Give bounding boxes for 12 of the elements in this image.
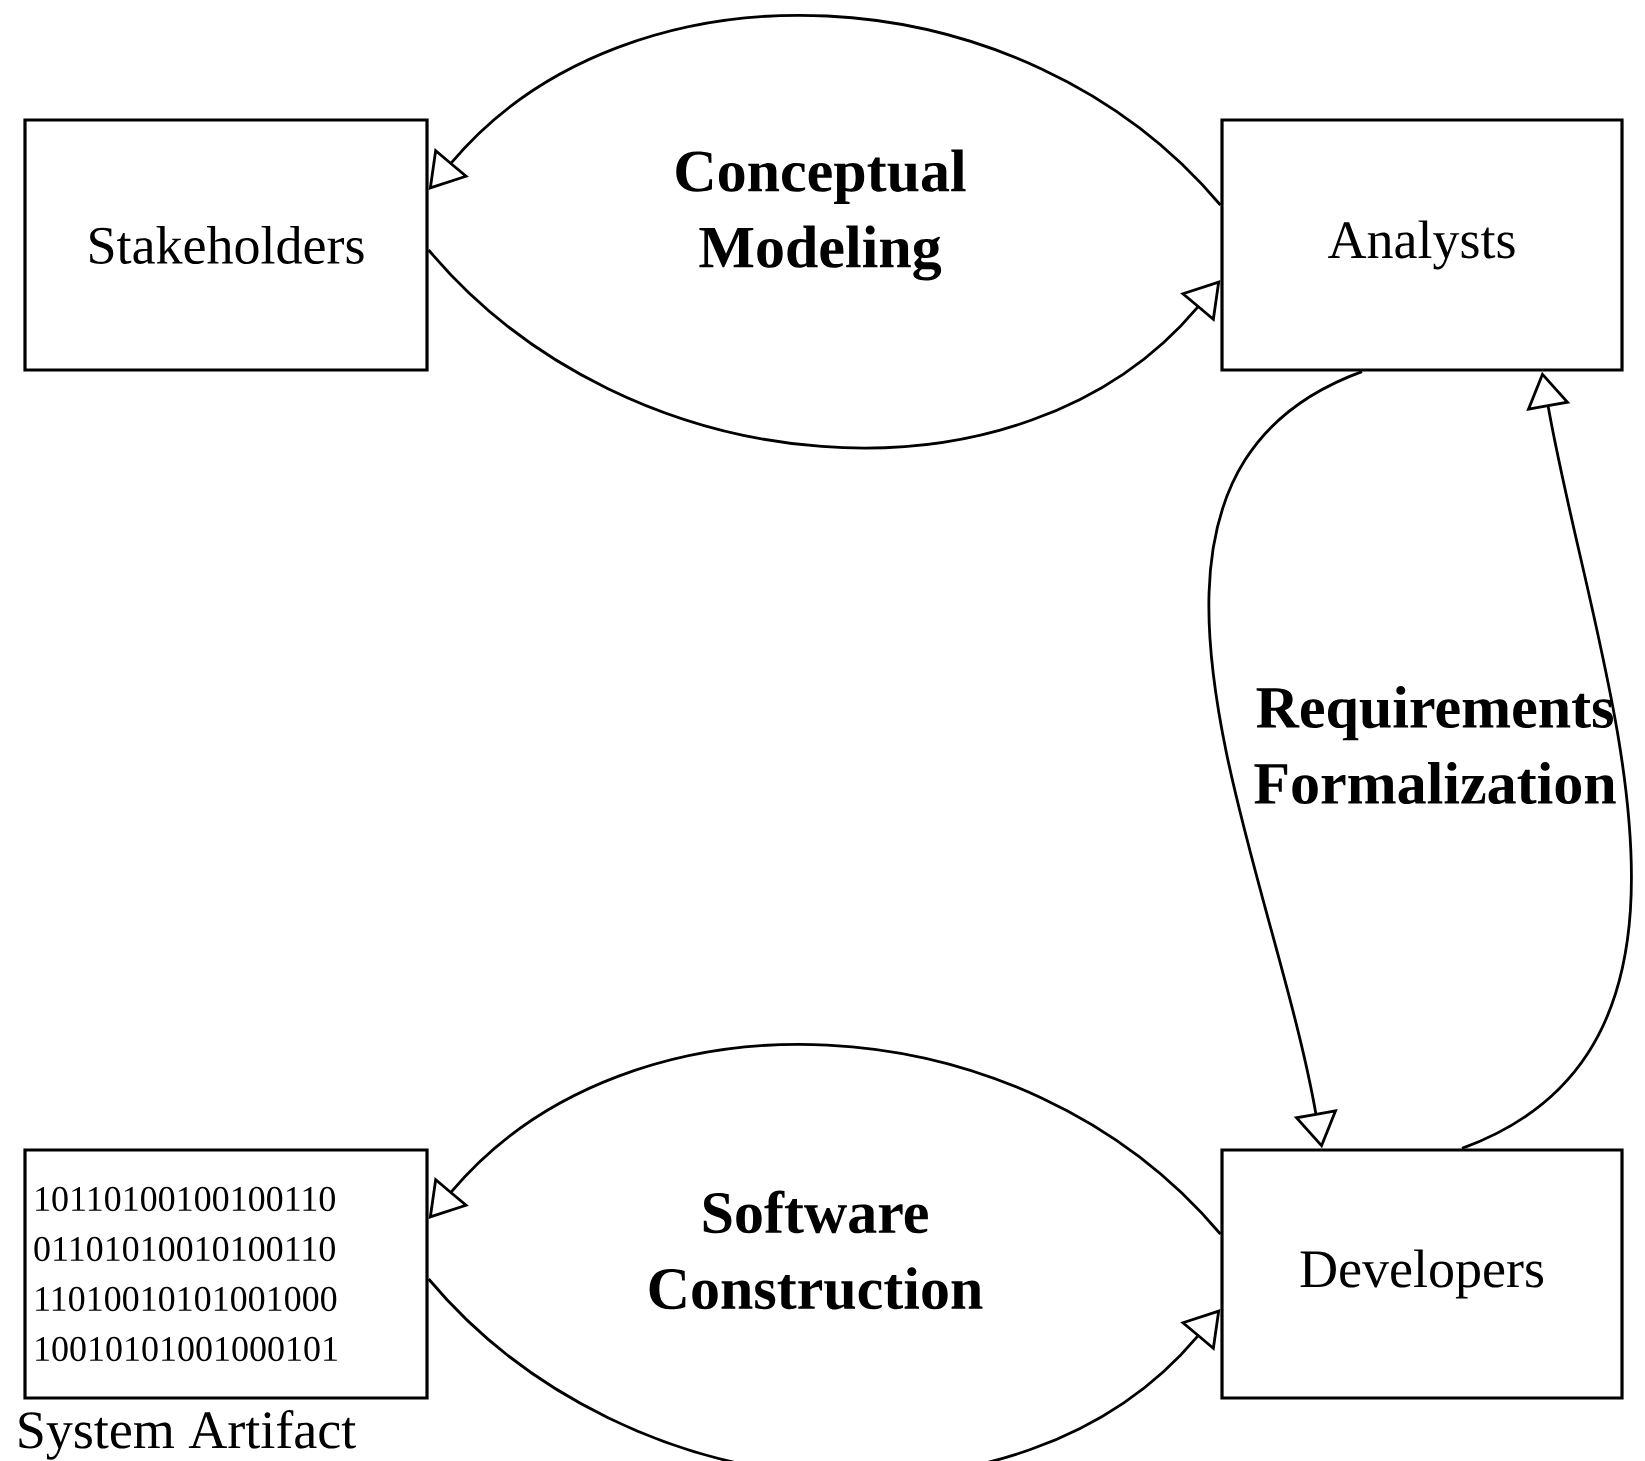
role-box: Stakeholders	[23, 118, 429, 372]
cycle-arrow	[428, 1043, 1222, 1235]
cycle-arrow	[427, 249, 1221, 449]
cycle-arrow	[428, 14, 1222, 206]
role-box: Analysts	[1220, 118, 1624, 372]
process-label: Software Construction	[649, 1190, 983, 1310]
artifact-box: 10110100100100110 01101010010100110 11010010101001000 10010101001000101 System Artifact	[19, 1148, 429, 1460]
process-label: Requirements Formalization	[1254, 685, 1616, 805]
node-label: System Artifact	[19, 1410, 356, 1460]
process-label: Conceptual Modeling	[676, 149, 966, 281]
role-box: Developers	[1220, 1148, 1624, 1400]
cycle-arrow	[427, 1278, 1221, 1461]
